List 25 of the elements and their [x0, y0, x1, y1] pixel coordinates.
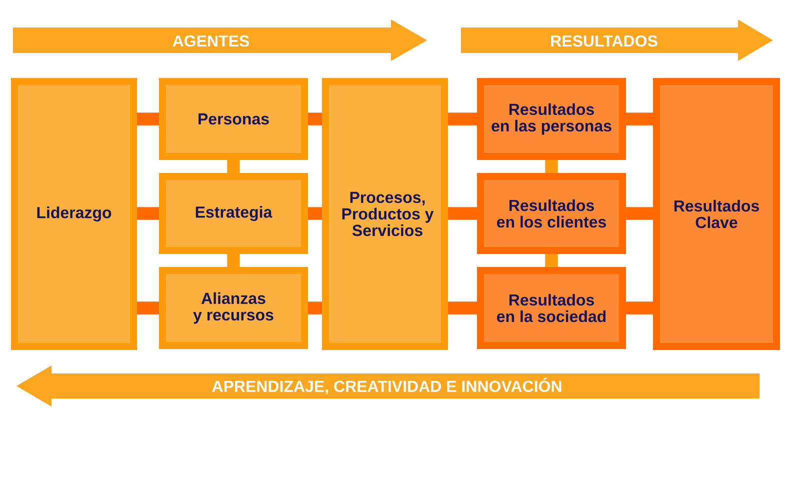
connector-bar [137, 112, 159, 126]
connector-bar [545, 254, 558, 267]
connector-bar [626, 302, 653, 314]
connector-bar [448, 112, 477, 126]
criterion-box: Resultados en las personas [477, 78, 626, 160]
connector-bar [626, 112, 653, 126]
connector-bar [448, 207, 477, 220]
connector-bar [227, 160, 240, 173]
criterion-box: Resultados Clave [653, 78, 780, 350]
criterion-box: Alianzas y recursos [159, 267, 308, 349]
connector-bar [227, 254, 240, 267]
criterion-box: Resultados en la sociedad [477, 267, 626, 349]
connector-bar [137, 207, 159, 220]
criterion-box: Liderazgo [11, 78, 137, 350]
connector-bar [626, 207, 653, 220]
connector-bar [545, 160, 558, 173]
criterion-box: Resultados en los clientes [477, 173, 626, 254]
connector-bar [448, 302, 477, 314]
connector-bar [308, 302, 322, 314]
criterion-box: Estrategia [159, 173, 308, 254]
criterion-box: Personas [159, 78, 308, 160]
criterion-box: Procesos, Productos y Servicios [322, 78, 448, 350]
connector-bar [308, 207, 322, 220]
connector-bar [137, 302, 159, 314]
connector-bar [308, 112, 322, 126]
